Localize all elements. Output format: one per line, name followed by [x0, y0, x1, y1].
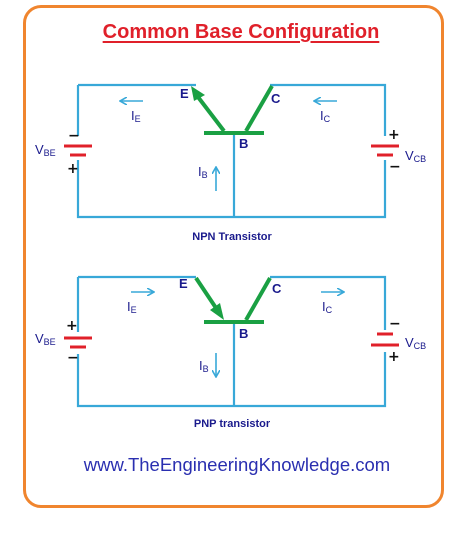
npn-vbe-top-sign: −: [68, 128, 80, 144]
npn-base-label: B: [239, 136, 248, 151]
pnp-collector-label: C: [272, 281, 282, 296]
pnp-vcb-top-sign: −: [389, 316, 401, 332]
npn-vbe-battery: [64, 144, 92, 157]
npn-circuit: E C B IE IC IB VBE VCB − + + − NPN Trans…: [35, 83, 426, 243]
pnp-base-label: B: [239, 326, 248, 341]
npn-ic-label: IC: [320, 108, 331, 124]
npn-collector-lead: [244, 84, 274, 133]
pnp-vbe-top-sign: +: [66, 318, 78, 334]
pnp-vcb-battery: [371, 332, 399, 347]
npn-ie-label: IE: [131, 108, 141, 124]
pnp-transistor-symbol: [194, 276, 272, 324]
pnp-caption: PNP transistor: [194, 418, 271, 430]
page-title: Common Base Configuration: [102, 21, 380, 43]
npn-emitter-lead: [196, 95, 226, 133]
pnp-emitter-arrow-icon: [210, 303, 224, 320]
npn-vbe-bottom-sign: +: [67, 161, 79, 177]
npn-emitter-label: E: [180, 86, 189, 101]
npn-caption: NPN Transistor: [192, 231, 272, 243]
pnp-vbe-bottom-sign: −: [67, 350, 79, 366]
pnp-emitter-lead: [194, 276, 218, 310]
pnp-collector-lead: [244, 277, 272, 321]
pnp-ic-label: IC: [322, 299, 333, 315]
npn-emitter-arrow-icon: [191, 86, 205, 101]
npn-wires: [76, 83, 387, 219]
pnp-vcb-label: VCB: [405, 335, 426, 351]
npn-vcb-battery: [371, 144, 399, 157]
npn-vcb-bottom-sign: −: [389, 159, 401, 175]
npn-vbe-label: VBE: [35, 142, 56, 158]
pnp-ie-label: IE: [127, 299, 137, 315]
pnp-wires: [76, 275, 387, 408]
pnp-emitter-label: E: [179, 276, 188, 291]
pnp-circuit: E C B IE IC IB VBE VCB + − − + PNP trans…: [35, 275, 426, 430]
pnp-vbe-label: VBE: [35, 331, 56, 347]
pnp-ib-label: IB: [199, 358, 209, 374]
pnp-vcb-bottom-sign: +: [388, 349, 400, 365]
npn-vcb-top-sign: +: [388, 127, 400, 143]
npn-ib-label: IB: [198, 164, 208, 180]
diagram-frame: [23, 5, 444, 508]
website-link[interactable]: www.TheEngineeringKnowledge.com: [83, 454, 391, 475]
npn-transistor-symbol: [191, 84, 274, 135]
pnp-vbe-battery: [64, 336, 92, 349]
npn-collector-label: C: [271, 91, 281, 106]
npn-vcb-label: VCB: [405, 148, 426, 164]
